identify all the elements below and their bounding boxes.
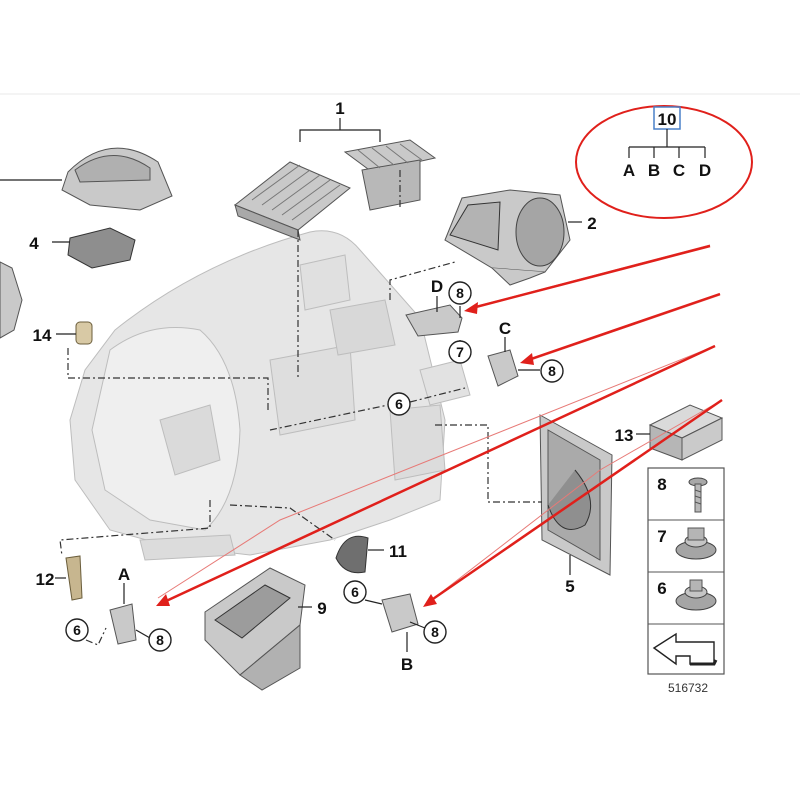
headlight-housing-ghost xyxy=(69,230,471,561)
legend-child-c: C xyxy=(673,161,685,180)
svg-text:8: 8 xyxy=(431,624,439,640)
screw-icon xyxy=(688,477,708,513)
svg-text:8: 8 xyxy=(548,363,556,379)
variant-label-d: D xyxy=(431,277,443,296)
callout-part-4: 4 xyxy=(29,234,39,253)
part-number-callouts: 1 2 4 14 13 11 12 9 5 xyxy=(29,99,633,618)
circled-callout-6-b: 6 xyxy=(343,580,367,604)
legend-highlight-ellipse xyxy=(575,105,753,219)
part-12-bracket xyxy=(65,555,83,601)
callout-part-12: 12 xyxy=(36,570,55,589)
circled-callout-8-b: 8 xyxy=(423,620,447,644)
part-1-cover-right xyxy=(343,139,437,211)
red-arrow-to-c xyxy=(527,292,721,362)
circled-callout-6-main: 6 xyxy=(387,392,411,416)
circled-callout-8-d: 8 xyxy=(448,281,472,305)
panel-label-8: 8 xyxy=(657,475,666,494)
adjusting-element-icon-7 xyxy=(675,527,717,560)
legend-child-b: B xyxy=(648,161,660,180)
svg-text:6: 6 xyxy=(351,584,359,600)
variant-letters: D C A B xyxy=(118,277,511,674)
parts-panel: 8 7 6 516732 xyxy=(647,467,725,695)
callout-part-9: 9 xyxy=(317,599,326,618)
svg-text:6: 6 xyxy=(395,396,403,412)
red-arrow-to-d xyxy=(471,244,711,310)
part-1-cover-left xyxy=(234,161,351,241)
variant-label-c: C xyxy=(499,319,511,338)
part-2-projector xyxy=(444,189,571,286)
diagram-code: 516732 xyxy=(668,681,708,695)
bracket-variant-a xyxy=(109,603,137,645)
legend-child-a: A xyxy=(623,161,635,180)
callout-part-5: 5 xyxy=(565,577,574,596)
adjusting-element-icon-6 xyxy=(675,579,717,611)
callout-part-11: 11 xyxy=(389,542,407,561)
part-5-ballast xyxy=(539,414,613,576)
callout-part-2: 2 xyxy=(587,214,596,233)
circled-callout-7: 7 xyxy=(448,340,472,364)
svg-text:8: 8 xyxy=(156,632,164,648)
part-13-box xyxy=(648,404,724,461)
callout-part-14: 14 xyxy=(33,326,52,345)
part-14-sleeve xyxy=(75,321,93,345)
circled-callout-8-a: 8 xyxy=(148,628,172,652)
part-4-control-unit xyxy=(67,227,136,269)
parts-panel-frame xyxy=(647,467,725,675)
red-arrow-to-a xyxy=(163,344,716,604)
circled-callout-6-a: 6 xyxy=(65,618,89,642)
svg-text:6: 6 xyxy=(73,622,81,638)
headlight-cap-top-left xyxy=(61,147,173,211)
direction-arrow-icon xyxy=(652,632,718,666)
legend-root-label: 10 xyxy=(658,110,677,129)
bracket-variant-c xyxy=(487,349,519,387)
panel-label-7: 7 xyxy=(657,527,666,546)
red-arrow-to-b xyxy=(429,398,723,603)
circled-callout-8-c: 8 xyxy=(540,359,564,383)
legend-tree: 10 A B C D xyxy=(623,106,711,180)
edge-part-partial xyxy=(0,261,23,339)
legend-child-d: D xyxy=(699,161,711,180)
part-9-cover xyxy=(204,567,306,691)
panel-label-6: 6 xyxy=(657,579,666,598)
callout-part-13: 13 xyxy=(615,426,634,445)
variant-label-b: B xyxy=(401,655,413,674)
bracket-variant-b xyxy=(381,593,419,633)
variant-label-a: A xyxy=(118,565,130,584)
svg-text:8: 8 xyxy=(456,285,464,301)
assembly-dash-lines xyxy=(59,170,542,646)
bracket-variant-d xyxy=(405,304,463,337)
callout-part-1: 1 xyxy=(335,99,344,118)
part-11-cap xyxy=(335,535,369,574)
red-annotations xyxy=(156,105,753,607)
circled-callouts: 8 7 8 6 6 8 6 8 xyxy=(65,281,564,652)
svg-text:7: 7 xyxy=(456,344,464,360)
